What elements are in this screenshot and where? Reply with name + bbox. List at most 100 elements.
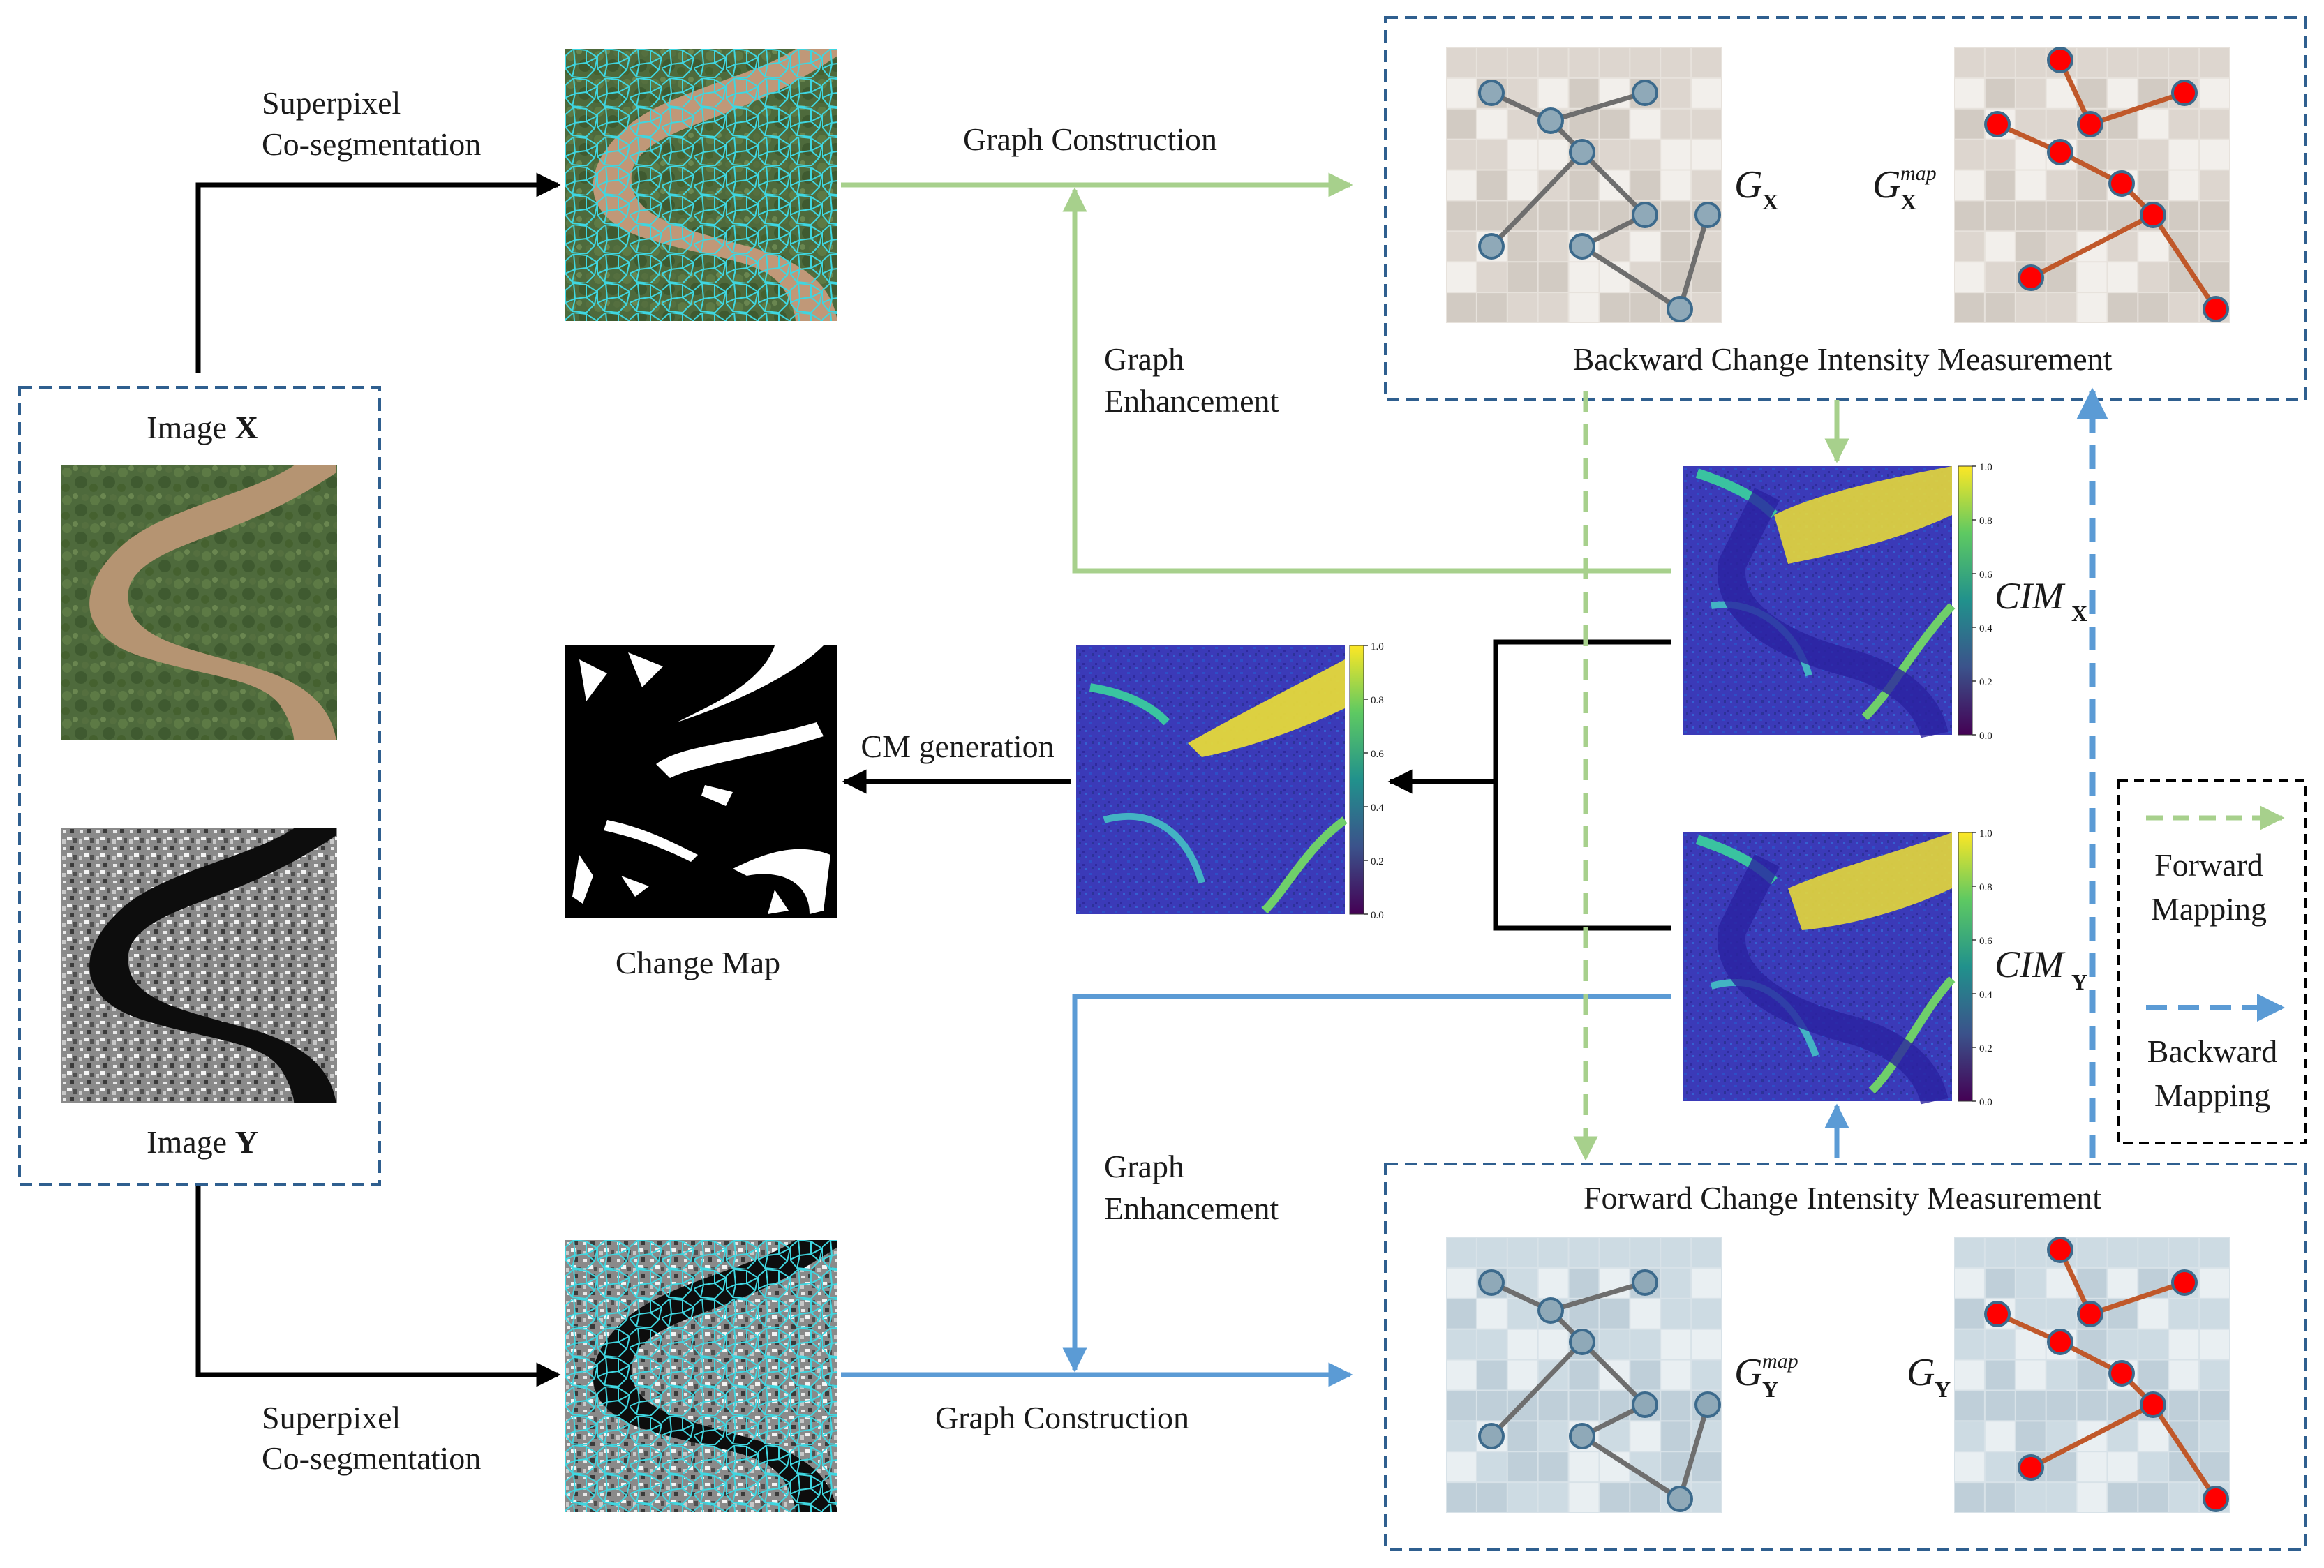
graph-node (2018, 1454, 2044, 1481)
grid-cell (2200, 78, 2229, 108)
grid-cell (1507, 140, 1537, 170)
colorbar-tick-label: 0.4 (1979, 990, 1992, 1001)
grid-cell (2200, 1452, 2229, 1482)
grid-cell (1538, 1329, 1568, 1359)
grid-cell (1538, 1483, 1568, 1512)
graph-node (1537, 107, 1564, 134)
grid-cell (1447, 140, 1476, 170)
grid-cell (1985, 1391, 2015, 1421)
grid-cell (1600, 1483, 1630, 1512)
grid-cell (1630, 1360, 1660, 1390)
colorbar-tick-label: 0.4 (1371, 802, 1384, 814)
colorbar-tick-label: 0.6 (1979, 936, 1992, 947)
graph-grid-gx-map (1954, 47, 2230, 323)
grid-cell (1507, 1483, 1537, 1512)
svg-text:G: G (1734, 163, 1762, 207)
svg-text:Y: Y (1935, 1377, 1951, 1402)
graph-enhancement-bottom-line2: Enhancement (1104, 1190, 1279, 1226)
grid-cell (1955, 262, 1984, 292)
image-x-label: Image X (147, 410, 258, 445)
heatmap-cim-x (1683, 466, 1956, 739)
grid-cell (1955, 1421, 1984, 1451)
graph-edge (1489, 1340, 1584, 1438)
grid-cell (2200, 1391, 2229, 1421)
grid-cell (1692, 1452, 1721, 1482)
legend-backward-line1: Backward (2147, 1033, 2277, 1069)
grid-cell (2046, 1360, 2076, 1390)
colorbar-tick-label: 0.2 (1371, 856, 1384, 867)
grid-cell (1692, 1268, 1721, 1298)
grid-cell (1985, 1483, 2015, 1512)
grid-cell (1692, 140, 1721, 170)
colorbar-tick-label: 0.6 (1979, 569, 1992, 581)
svg-text:map: map (1900, 162, 1937, 185)
colorbar-cim-y: 1.00.80.60.40.20.0 (1958, 828, 1992, 1108)
backward-cim-label: Backward Change Intensity Measurement (1573, 341, 2113, 377)
graph-edge (1550, 1280, 1646, 1313)
grid-cell (1661, 1299, 1691, 1329)
graph-edge (1580, 1340, 1647, 1407)
grid-cell (2046, 109, 2076, 139)
grid-cell (1507, 1452, 1537, 1482)
grid-cell (1477, 48, 1507, 77)
grid-cell (2138, 48, 2168, 77)
grid-cell (1600, 140, 1630, 170)
grid-cell (1692, 262, 1721, 292)
grid-cell (2169, 201, 2199, 231)
grid-cell (2138, 232, 2168, 262)
graph-node (1667, 1486, 1693, 1512)
grid-cell (1692, 48, 1721, 77)
forward-cim-label: Forward Change Intensity Measurement (1584, 1180, 2101, 1216)
grid-cell (1477, 1299, 1507, 1329)
graph-node (2140, 1391, 2166, 1418)
grid-cell (1630, 109, 1660, 139)
grid-cell (1955, 1360, 1984, 1390)
grid-cell (2046, 1391, 2076, 1421)
graph-node (1537, 1297, 1564, 1324)
grid-cell (1985, 1452, 2015, 1482)
grid-cell (2016, 232, 2046, 262)
grid-cell (2016, 293, 2046, 322)
grid-cell (1985, 201, 2015, 231)
grid-cell (1630, 1483, 1660, 1512)
grid-cell (1955, 1299, 1984, 1329)
grid-cell (1477, 1391, 1507, 1421)
grid-cell (1447, 1360, 1476, 1390)
graph-enhancement-arrows (1062, 187, 1671, 1373)
graph-edge (2029, 212, 2154, 281)
grid-cell (1507, 1421, 1537, 1451)
grid-cell (1985, 1329, 2015, 1359)
grid-cell (2108, 1238, 2138, 1267)
grid-cell (1955, 232, 1984, 262)
grid-cell (1630, 232, 1660, 262)
grid-cell (2046, 293, 2076, 322)
grid-cell (2169, 293, 2199, 322)
colorbar-tick-label: 0.8 (1371, 695, 1384, 706)
grid-cell (1477, 1238, 1507, 1267)
grid-cell (1507, 1238, 1537, 1267)
grid-cell (2169, 1391, 2199, 1421)
superpixel-image-x (565, 49, 837, 321)
grid-cell (1630, 1421, 1660, 1451)
grid-cell (2138, 1483, 2168, 1512)
grid-cell (1630, 170, 1660, 200)
grid-cell (2077, 1391, 2107, 1421)
forward-cim-box: Forward Change Intensity Measurement (1384, 1163, 2307, 1551)
colorbar-tick-label: 0.2 (1979, 1043, 1992, 1054)
grid-cell (1569, 293, 1599, 322)
grid-cell (1600, 1329, 1630, 1359)
graph-node (1694, 1391, 1721, 1418)
grid-cell (2169, 1299, 2199, 1329)
grid-cell (1538, 1238, 1568, 1267)
colorbar-tick-label: 0.2 (1979, 677, 1992, 688)
graph-node (2047, 47, 2073, 73)
grid-cell (1661, 1421, 1691, 1451)
grid-cell (2169, 140, 2199, 170)
grid-cell (1692, 1360, 1721, 1390)
grid-cell (1477, 170, 1507, 200)
grid-cell (1661, 1391, 1691, 1421)
grid-cell (2138, 262, 2168, 292)
grid-cell (1477, 1452, 1507, 1482)
colorbar-tick-label: 0.4 (1979, 623, 1992, 634)
graph-node (1632, 1269, 1658, 1296)
